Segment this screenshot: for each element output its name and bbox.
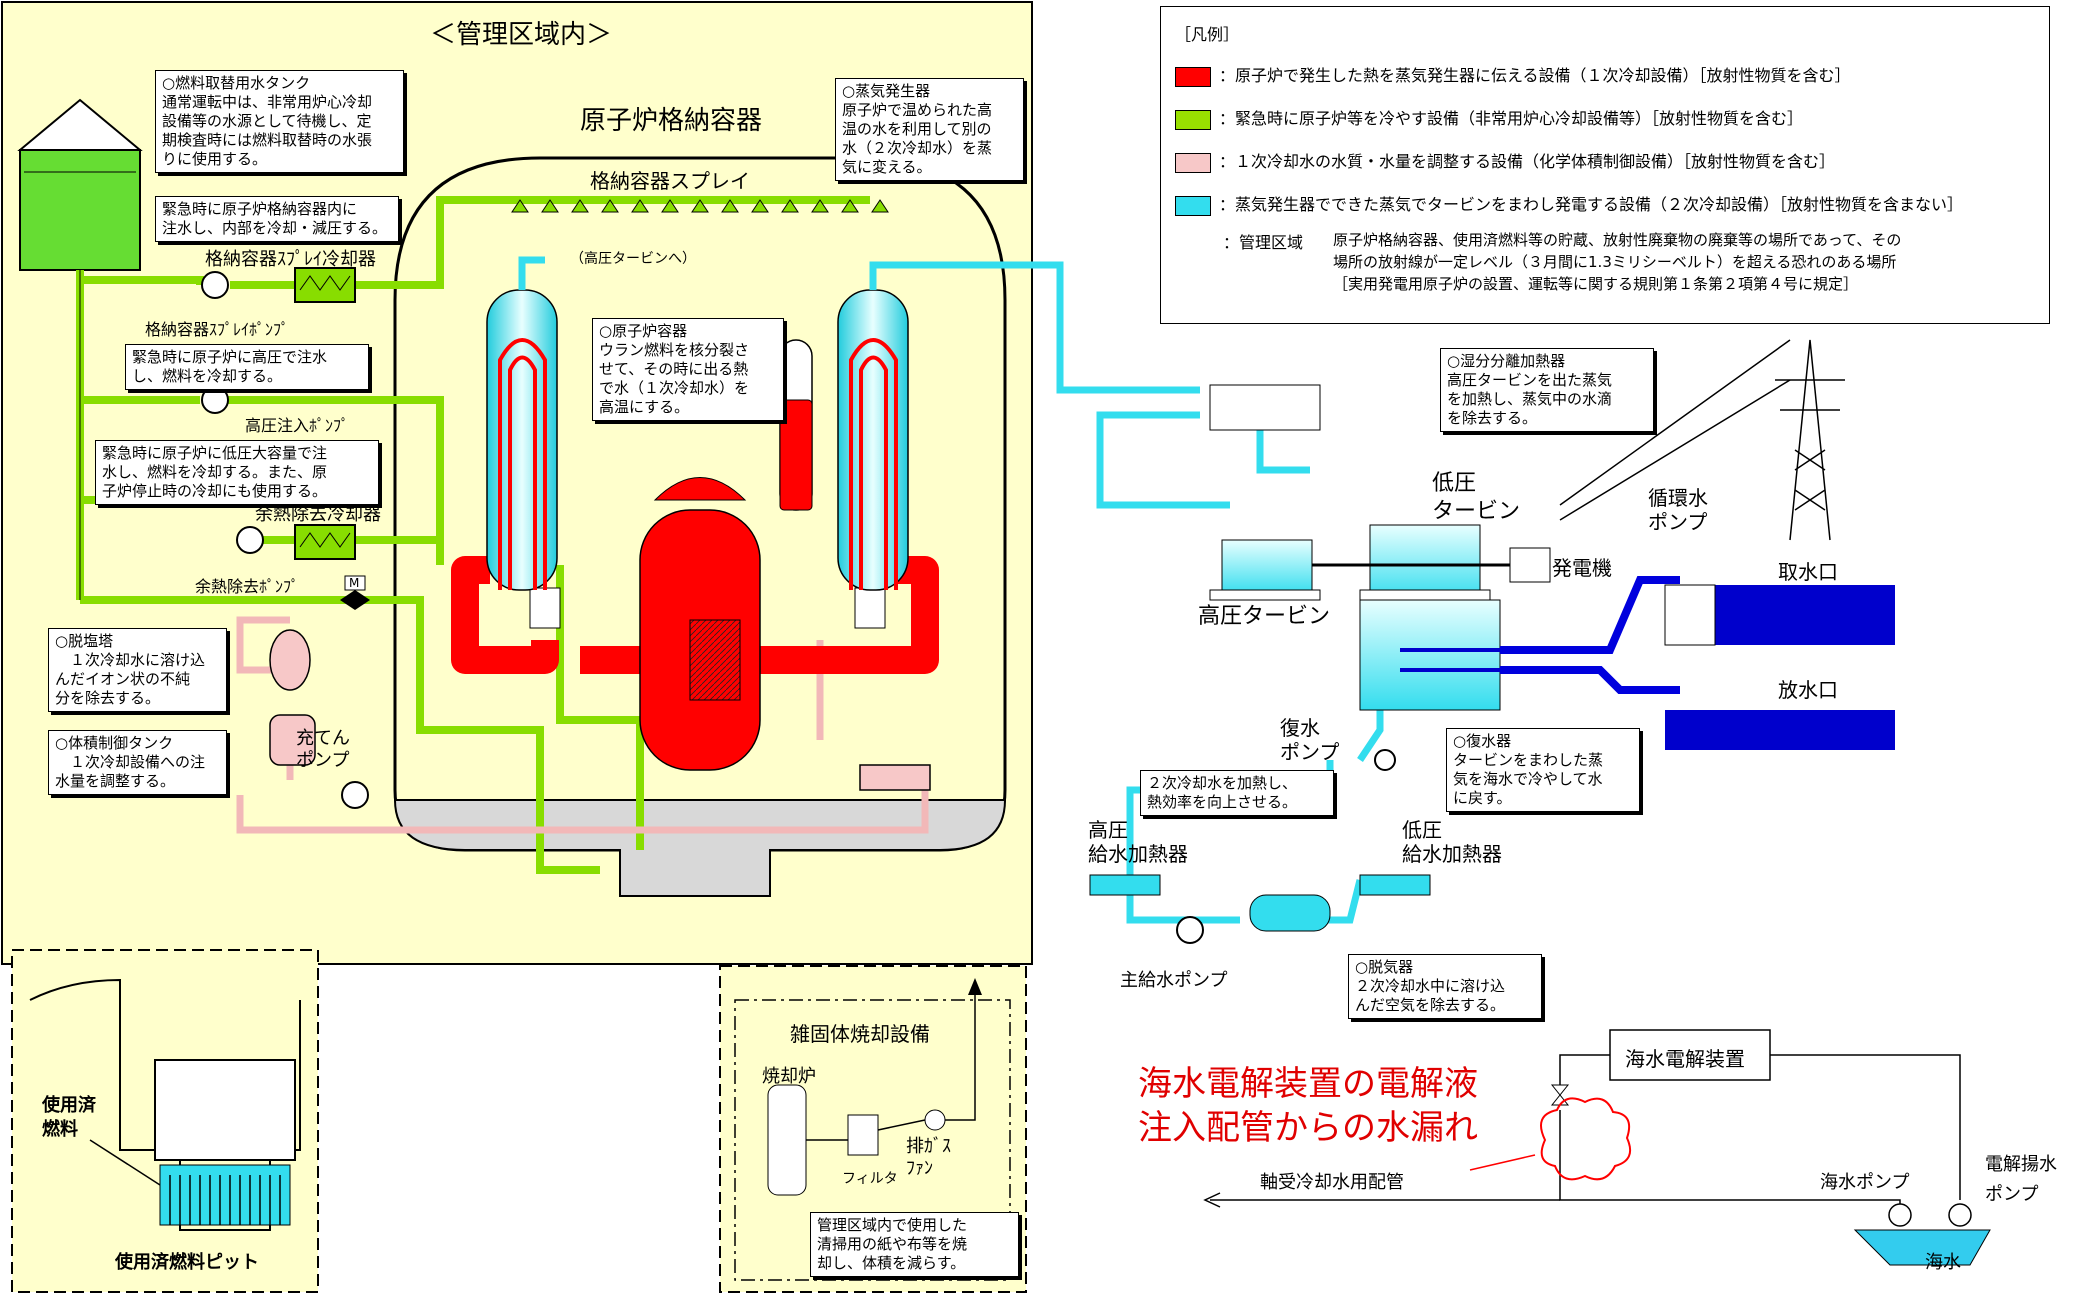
legend: ［凡例］ ：原子炉で発生した熱を蒸気発生器に伝える設備（１次冷却設備）［放射性物… [1160,6,2050,324]
label-incinerator: 焼却炉 [762,1066,816,1087]
condenser [1359,599,1501,711]
label-spent-fuel-pit: 使用済燃料ピット [115,1252,259,1273]
legend-item-secondary: ：蒸気発生器でできた蒸気でタービンをまわし発電する設備（２次冷却設備）［放射性物… [1175,191,1963,216]
label-spent-fuel: 使用済 燃料 [42,1095,96,1140]
note-deaerator: ○脱気器 ２次冷却水中に溶け込 んだ空気を除去する。 [1348,954,1542,1019]
legend-zone-desc-3: ［実用発電用原子炉の設置、運転等に関する規則第１条第２項第４号に規定］ [1333,275,1859,293]
note-reactor-vessel: ○原子炉容器 ウラン燃料を核分裂さ せて、その時に出る熱 で水（１次冷却水）を … [592,318,784,421]
leak-annotation: 海水電解装置の電解液 注入配管からの水漏れ [1138,1064,1478,1148]
label-filter: フィルタ [842,1171,898,1187]
legend-zone-desc-2: 場所の放射線が一定レベル（３月間に1.3ミリシーベルト）を超える恐れのある場所 [1333,253,1897,271]
note-containment-spray: 緊急時に原子炉格納容器内に 注水し、内部を冷却・減圧する。 [155,196,399,242]
label-lp-turbine: 低圧 タービン [1432,471,1521,524]
legend-item-cvcs: ：１次冷却水の水質・水量を調整する設備（化学体積制御設備）［放射性物質を含む］ [1175,148,1835,173]
label-incin-title: 雑固体焼却設備 [790,1022,930,1046]
legend-swatch [1175,152,1211,173]
note-demineralizer: ○脱塩塔 １次冷却水に溶け込 んだイオン状の不純 分を除去する。 [48,628,227,712]
note-volume-control: ○体積制御タンク １次冷却設備への注 水量を調整する。 [48,730,227,795]
legend-item-primary: ：原子炉で発生した熱を蒸気発生器に伝える設備（１次冷却設備）［放射性物質を含む］ [1175,62,1851,87]
label-cs-pump: 格納容器ｽﾌﾟﾚｲﾎﾟﾝﾌﾟ [145,320,290,339]
legend-swatch [1175,66,1211,87]
note-steam-generator: ○蒸気発生器 原子炉で温められた高 温の水を利用して別の 水（２次冷却水）を蒸 … [835,78,1024,181]
legend-text: ：１次冷却水の水質・水量を調整する設備（化学体積制御設備）［放射性物質を含む］ [1219,152,1836,171]
label-valve-m: M [349,576,360,590]
label-hp-pump: 高圧注入ﾎﾟﾝﾌﾟ [245,416,350,435]
note-feed-heater: ２次冷却水を加熱し、 熱効率を向上させる。 [1140,770,1334,816]
label-seawater-pump: 海水ポンプ [1820,1172,1910,1193]
label-condensate-pump: 復水 ポンプ [1280,716,1340,764]
legend-text: ：原子炉で発生した熱を蒸気発生器に伝える設備（１次冷却設備）［放射性物質を含む］ [1219,66,1851,85]
legend-swatch [1175,195,1211,216]
note-moisture-separator: ○湿分分離加熱器 高圧タービンを出た蒸気 を加熱し、蒸気中の水滴 を除去する。 [1440,348,1654,432]
label-seawater-electrolyzer: 海水電解装置 [1625,1047,1745,1071]
containment-title: 原子炉格納容器 [580,106,763,136]
lp-turbine [1369,524,1481,601]
label-seawater: 海水 [1925,1252,1961,1273]
note-incinerator: 管理区域内で使用した 清掃用の紙や布等を焼 却し、体積を減らす。 [810,1212,1019,1277]
label-electrolysis-pump: 電解揚水 ポンプ [1985,1154,2057,1205]
zone-title: ＜管理区域内＞ [430,20,613,50]
label-lp-feed-heater: 低圧 給水加熱器 [1402,818,1502,866]
legend-text: ：緊急時に原子炉等を冷やす設備（非常用炉心冷却設備等）［放射性物質を含む］ [1219,109,1804,128]
note-high-pressure: 緊急時に原子炉に高圧で注水 し、燃料を冷却する。 [125,344,369,390]
label-discharge: 放水口 [1778,678,1838,702]
label-main-feed-pump: 主給水ポンプ [1120,970,1228,991]
label-charging-pump: 充てん ポンプ [296,728,350,771]
label-rhr-cooler: 余熱除去冷却器 [255,504,381,525]
label-intake: 取水口 [1778,560,1838,584]
label-bearing-pipe: 軸受冷却水用配管 [1260,1172,1404,1193]
legend-swatch [1175,109,1211,130]
label-circ-pump: 循環水 ポンプ [1648,486,1708,534]
label-hp-turbine: 高圧タービン [1198,604,1331,629]
deaerator [1249,894,1331,932]
containment-spray-label: 格納容器スプレイ [590,169,750,193]
note-condenser: ○復水器 タービンをまわした蒸 気を海水で冷やして水 に戻す。 [1446,728,1640,812]
hp-turbine-to: （高圧タービンへ） [570,251,696,267]
note-rhr: 緊急時に原子炉に低圧大容量で注 水し、燃料を冷却する。また、原 子炉停止時の冷却… [95,440,379,505]
generator [1509,547,1551,583]
label-exhaust-fan: 排ｶﾞｽ ﾌｧﾝ [906,1136,951,1179]
label-generator: 発電機 [1552,556,1612,580]
hp-turbine [1221,539,1313,596]
legend-text: ：蒸気発生器でできた蒸気でタービンをまわし発電する設備（２次冷却設備）［放射性物… [1219,195,1964,214]
legend-item-eccs: ：緊急時に原子炉等を冷やす設備（非常用炉心冷却設備等）［放射性物質を含む］ [1175,105,1803,130]
leak-cloud [1540,1097,1631,1181]
legend-zone-label: ：管理区域 [1223,233,1304,252]
label-hp-feed-heater: 高圧 給水加熱器 [1088,818,1188,866]
label-cs-cooler: 格納容器ｽﾌﾟﾚｲ冷却器 [205,249,376,270]
legend-title: ［凡例］ [1175,25,1240,44]
legend-zone-desc-1: 原子炉格納容器、使用済燃料等の貯蔵、放射性廃棄物の廃棄等の場所であって、その [1333,231,1902,249]
moisture-separator [1209,384,1321,431]
note-refuel-tank: ○燃料取替用水タンク 通常運転中は、非常用炉心冷却 設備等の水源として待機し、定… [155,70,404,173]
label-rhr-pump: 余熱除去ﾎﾟﾝﾌﾟ [195,577,300,596]
